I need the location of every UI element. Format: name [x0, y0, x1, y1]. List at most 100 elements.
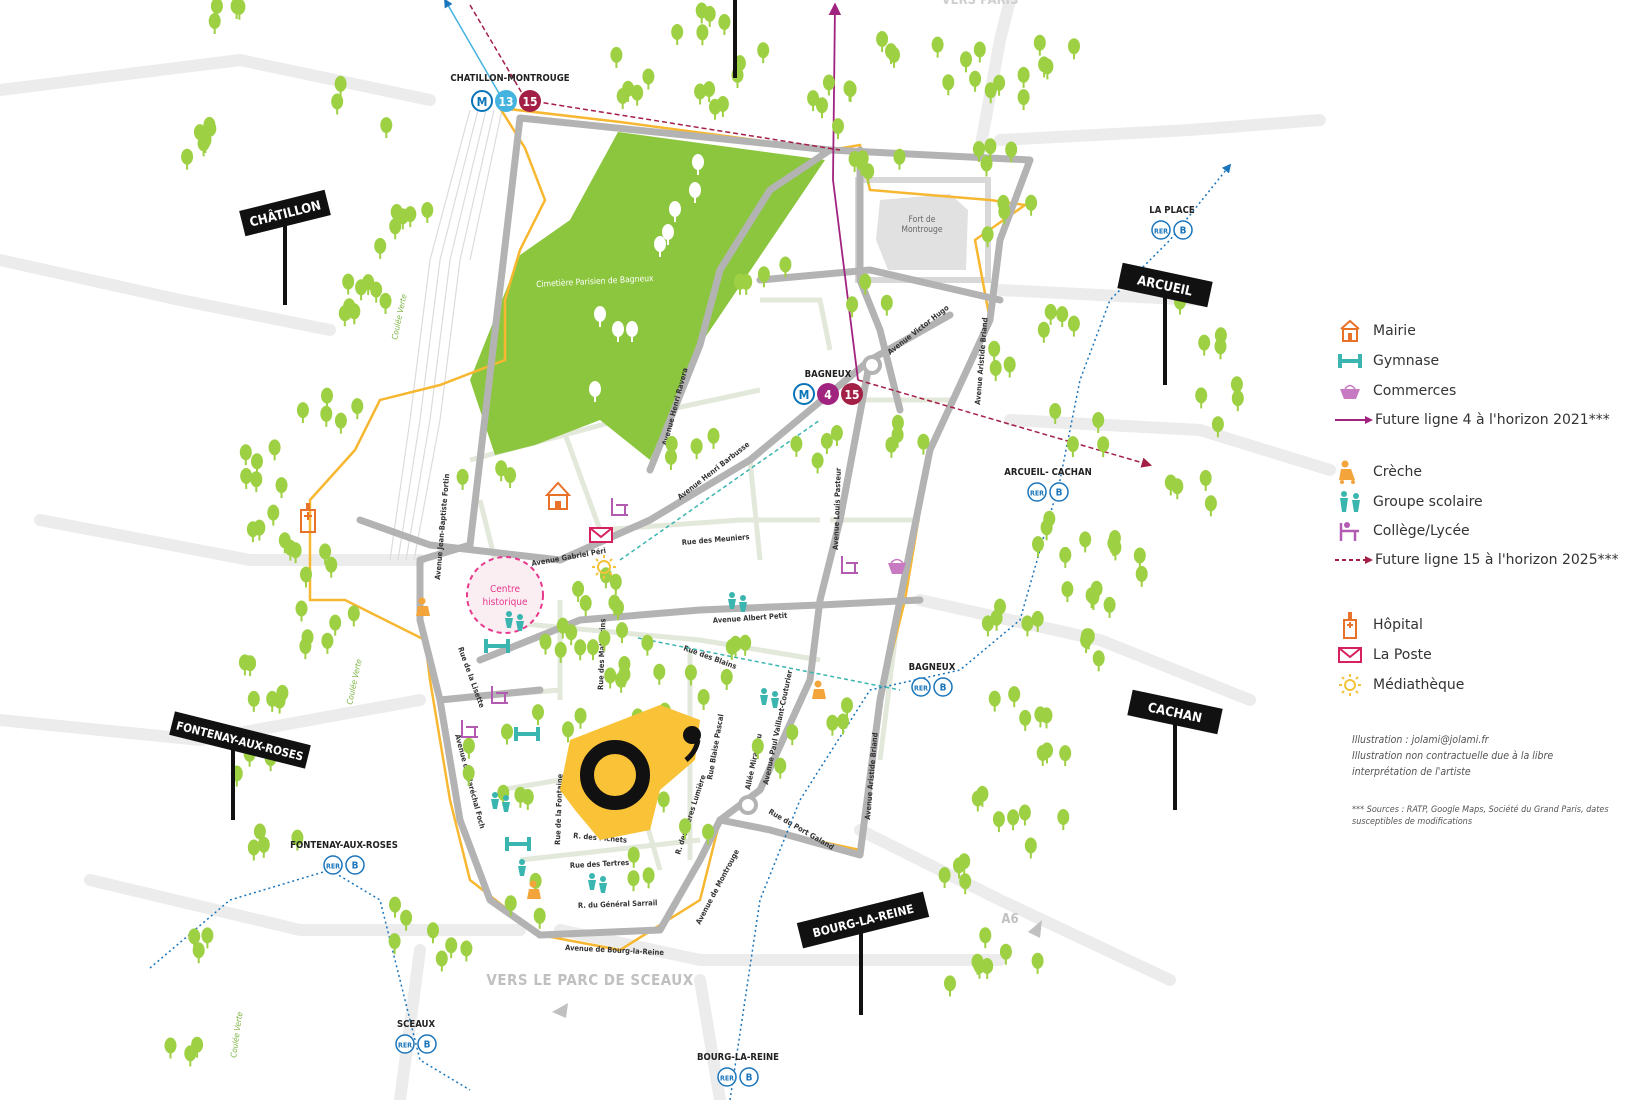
- tree-icon: [696, 24, 709, 46]
- tree-icon: [694, 83, 707, 105]
- station-label: CHATILLON-MONTROUGE: [450, 73, 569, 84]
- future-line-4: [828, 2, 859, 381]
- legend-label: Crèche: [1373, 464, 1423, 480]
- tree-icon: [1034, 706, 1047, 728]
- tree-icon: [1024, 837, 1037, 859]
- creche-icon: [1335, 459, 1365, 485]
- rer-badge-label: RER: [398, 1042, 412, 1050]
- tree-icon: [267, 504, 280, 526]
- tree-icon: [1171, 478, 1184, 500]
- tree-icon: [251, 453, 263, 475]
- rer-badge: [395, 1034, 415, 1054]
- vers-sceaux-label: VERS LE PARC DE SCEAUX: [486, 971, 693, 989]
- poi-gymnase: [484, 639, 540, 851]
- tree-icon: [1066, 436, 1079, 458]
- tree-icon: [321, 632, 334, 654]
- legend-item-mediatheque: Médiathèque: [1335, 672, 1464, 698]
- tree-icon: [421, 202, 434, 223]
- street-label: Avenue Louis Pasteur: [831, 467, 843, 550]
- tree-icon: [846, 296, 859, 318]
- legend-item-creche: Crèche: [1335, 459, 1422, 485]
- coulee-verte-labels: Coulée Verte Coulée Verte Coulée Verte: [228, 293, 409, 1059]
- metro-badge: [471, 90, 493, 112]
- street-label: Avenue Albert Petit: [713, 611, 789, 625]
- tree-icon: [786, 724, 799, 746]
- legend-item-commerces: Commerces: [1335, 378, 1456, 404]
- credit-line: interprétation de l'artiste: [1352, 766, 1471, 778]
- tree-icon: [275, 477, 288, 499]
- tree-icon: [642, 867, 655, 889]
- tree-icon: [295, 600, 308, 622]
- tree-icon: [533, 907, 546, 929]
- tree-icon: [435, 950, 448, 972]
- tree-icon: [427, 922, 439, 944]
- tree-icon: [1080, 632, 1093, 654]
- tree-icon: [684, 664, 697, 686]
- tree-icon: [844, 81, 857, 103]
- tree-icon: [574, 707, 587, 729]
- railway: [389, 109, 503, 561]
- tree-icon: [460, 940, 473, 962]
- tree-icon: [944, 975, 956, 997]
- rer-badge-label: RER: [914, 685, 928, 693]
- legend-label: Future ligne 4 à l'horizon 2021***: [1375, 412, 1610, 428]
- rer-badge: [911, 677, 931, 697]
- tree-icon: [1025, 194, 1038, 216]
- tree-icon: [992, 811, 1005, 833]
- tree-icon: [641, 634, 654, 656]
- tree-icon: [822, 74, 835, 96]
- tree-icon: [816, 97, 828, 119]
- coulee-verte-label: Coulée Verte: [389, 293, 409, 341]
- metro-badge: [793, 383, 815, 405]
- tree-icon: [192, 942, 205, 964]
- city-sign-cachan: CACHAN: [1127, 689, 1223, 810]
- tree-icon: [334, 412, 347, 434]
- coulee-verte-label: Coulée Verte: [344, 658, 364, 706]
- tree-icon: [1032, 536, 1044, 558]
- tree-icon: [1059, 546, 1072, 568]
- rer-badge: [717, 1067, 737, 1087]
- street-label: Avenue Aristide Briand: [863, 732, 880, 820]
- purple-arrow-icon: [1335, 407, 1373, 433]
- rer-badge-label: B: [940, 683, 947, 694]
- tree-icon: [1059, 745, 1072, 767]
- street-label: Rue de la Fontaine: [553, 773, 564, 845]
- coulee-verte-label: Coulée Verte: [228, 1011, 244, 1059]
- tree-icon: [246, 521, 259, 543]
- tree-icon: [1061, 581, 1074, 603]
- tree-icon: [320, 405, 333, 427]
- vers-paris-label: VERS PARIS: [942, 0, 1019, 8]
- tree-icon: [1037, 321, 1050, 343]
- poi-hopital: [300, 503, 316, 533]
- rer-badge: [1049, 482, 1069, 502]
- line15-badge: [519, 90, 541, 112]
- poste-icon: [1335, 642, 1365, 668]
- rer-badge-label: B: [424, 1040, 431, 1051]
- tree-icon: [942, 74, 955, 96]
- station-label: FONTENAY-AUX-ROSES: [290, 840, 398, 851]
- tree-icon: [610, 46, 623, 68]
- tree-icon: [716, 96, 729, 117]
- tree-icon: [456, 468, 469, 490]
- tree-icon: [250, 471, 263, 493]
- station-label: LA PLACE: [1149, 205, 1195, 216]
- street-label: Avenue Victor Hugo: [886, 303, 951, 357]
- tree-icon: [981, 226, 994, 248]
- legend-item-future-ligne-15: Future ligne 15 à l'horizon 2025***: [1335, 547, 1619, 573]
- tree-icon: [325, 556, 338, 578]
- gymnase-icon: [1335, 348, 1365, 374]
- tree-icon: [880, 294, 893, 316]
- tree-icon: [247, 839, 260, 861]
- dashed-arrow-icon: [1335, 547, 1373, 573]
- line15-badge-label: 15: [522, 95, 537, 109]
- groupe-scolaire-icon: [1335, 489, 1365, 515]
- project-logo: [560, 705, 701, 840]
- legend-label: Gymnase: [1373, 353, 1440, 369]
- sources-note: *** Sources : RATP, Google Maps, Société…: [1352, 805, 1609, 827]
- tree-icon: [230, 0, 243, 19]
- tree-icon: [757, 42, 770, 64]
- legend-label: La Poste: [1373, 647, 1432, 663]
- tree-icon: [969, 70, 982, 92]
